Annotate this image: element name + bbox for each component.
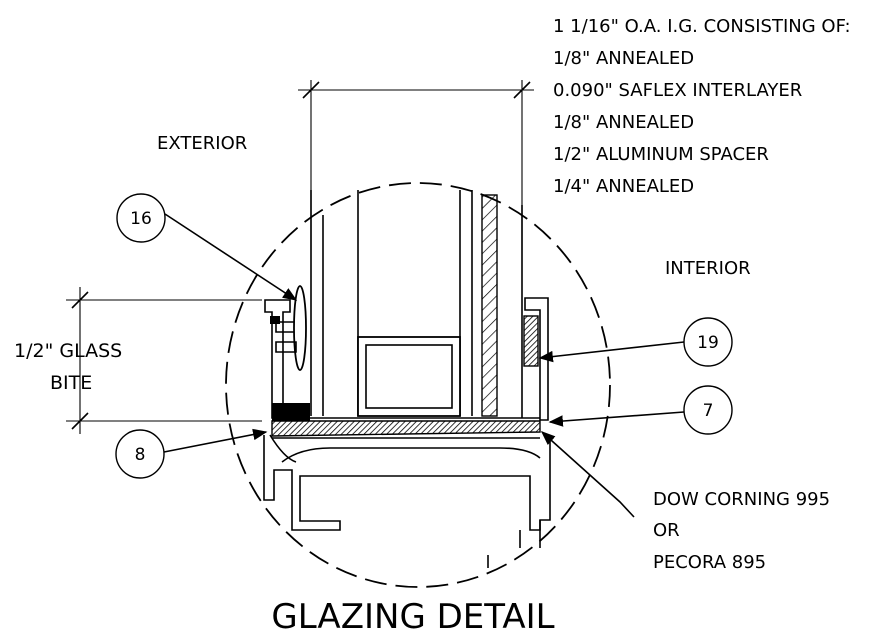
glass-bite-label-line1: 1/2" GLASS [14, 340, 122, 362]
sealant-label-line3: PECORA 895 [653, 552, 766, 573]
tag-circle-8 [115, 429, 165, 479]
detail-callout-circle [225, 182, 611, 588]
tag-label-7: 7 [703, 401, 714, 421]
tag-circle-16 [116, 193, 166, 243]
callout-16: 16 [116, 193, 298, 301]
tag-label-8: 8 [135, 445, 146, 465]
exterior-label: EXTERIOR [157, 133, 247, 154]
spec-layer-5: 1/4" ANNEALED [553, 176, 694, 197]
setting-block-sealant [271, 403, 541, 439]
sealant-label-line2: OR [653, 520, 680, 541]
spec-layer-3: 1/8" ANNEALED [553, 112, 694, 133]
overall-thickness-dimension [298, 80, 534, 250]
drawing-title: GLAZING DETAIL [271, 597, 554, 637]
tag-label-16: 16 [130, 209, 152, 229]
callout-7: 7 [548, 385, 733, 435]
tag-label-19: 19 [697, 333, 719, 353]
glass-bite-dimension [66, 287, 262, 434]
spec-layer-4: 1/2" ALUMINUM SPACER [553, 144, 769, 165]
glass-bite-label-line2: BITE [50, 372, 92, 394]
sealant-label-line1: DOW CORNING 995 [653, 489, 830, 510]
callout-8: 8 [115, 428, 268, 479]
callout-19: 19 [538, 317, 733, 367]
spec-text-block: 1 1/16" O.A. I.G. CONSISTING OF: 1/8" AN… [553, 16, 851, 197]
interior-label: INTERIOR [665, 258, 751, 279]
tag-circle-7 [683, 385, 733, 435]
interior-gasket [523, 315, 539, 367]
spec-layer-1: 1/8" ANNEALED [553, 48, 694, 69]
interior-lite-hatch [481, 194, 498, 417]
insulated-glass-unit [310, 190, 523, 418]
exterior-gasket [293, 285, 307, 371]
spec-layer-2: 0.090" SAFLEX INTERLAYER [553, 80, 802, 101]
aluminum-frame-profile [263, 285, 551, 568]
sealant-leader [540, 431, 635, 518]
spec-heading: 1 1/16" O.A. I.G. CONSISTING OF: [553, 16, 851, 37]
